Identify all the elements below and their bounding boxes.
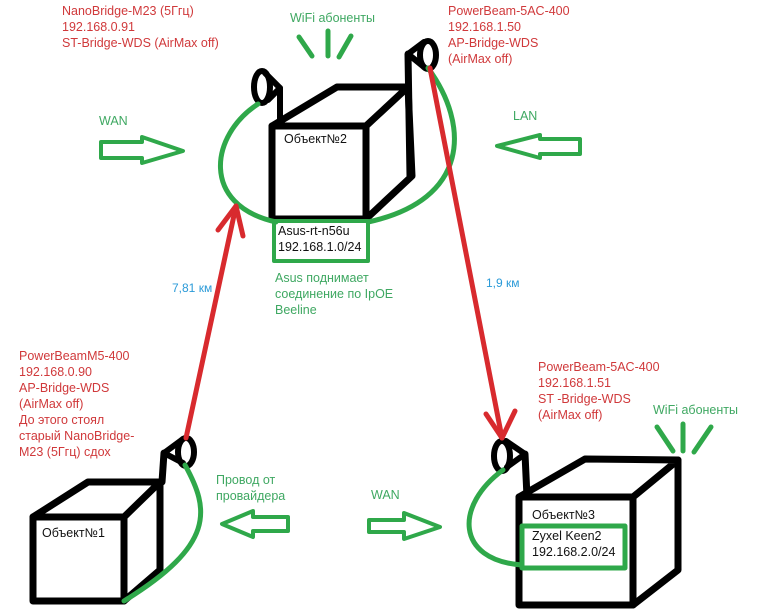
wan-arrow-right-icon bbox=[99, 135, 185, 165]
router-model: Zyxel Keen2 bbox=[532, 529, 602, 543]
object-3-antenna-powerbeam-icon bbox=[491, 438, 531, 501]
link-arrowhead-icon bbox=[483, 408, 518, 441]
object-3-cube-side bbox=[629, 456, 682, 609]
device-model: PowerBeamM5-400 bbox=[19, 349, 130, 363]
lan-label-object-2: LAN bbox=[513, 109, 538, 123]
wan-arrow-right-icon-object-3 bbox=[367, 511, 442, 541]
device-ip: 192.168.0.90 bbox=[19, 365, 92, 379]
object-3-router-box bbox=[519, 523, 628, 571]
object-2-antenna-nanobridge-icon bbox=[251, 68, 283, 129]
provider-cable-line: Провод от bbox=[216, 473, 276, 487]
object-2-cable-nanobridge bbox=[218, 101, 279, 225]
device-ip: 192.168.0.91 bbox=[62, 20, 135, 34]
device-mode: ST -Bridge-WDS bbox=[538, 392, 631, 406]
radio-link-object-2-to-object-3 bbox=[427, 65, 518, 441]
object-3-cube-top bbox=[515, 455, 682, 501]
radio-link-object-1-to-object-2 bbox=[183, 203, 246, 441]
device-label-powerbeam-object-1: PowerBeamM5-400 192.168.0.90 AP-Bridge-W… bbox=[19, 348, 134, 460]
router-model: Asus-rt-n56u bbox=[278, 224, 350, 238]
device-airmax: (AirMax off) bbox=[448, 52, 513, 66]
device-ip: 192.168.1.51 bbox=[538, 376, 611, 390]
router-subnet: 192.168.2.0/24 bbox=[532, 545, 616, 559]
object-2-name: Объект№2 bbox=[284, 132, 347, 146]
device-mode: AP-Bridge-WDS bbox=[19, 381, 110, 395]
object-2-connection-note: Asus поднимает соединение по IpOE Beelin… bbox=[275, 270, 393, 318]
device-ip: 192.168.1.50 bbox=[448, 20, 521, 34]
object-2-building bbox=[268, 83, 416, 223]
antenna-mast-icon bbox=[521, 450, 531, 501]
object-2-router-box bbox=[272, 219, 370, 263]
device-mode: ST-Bridge-WDS (AirMax off) bbox=[62, 36, 219, 50]
object-3-building bbox=[515, 455, 682, 609]
object-1-cable bbox=[121, 462, 204, 604]
provider-cable-line: провайдера bbox=[216, 489, 286, 503]
device-airmax: (AirMax off) bbox=[19, 397, 84, 411]
link-distance-object-1-object-2: 7,81 км bbox=[172, 281, 213, 295]
wan-label-object-2: WAN bbox=[99, 114, 128, 128]
device-note: До этого стоял bbox=[19, 413, 105, 427]
provider-arrow-left-icon bbox=[220, 509, 290, 539]
wifi-subscribers-label-object-2: WiFi абоненты bbox=[290, 11, 375, 25]
link-line bbox=[427, 65, 505, 441]
device-label-nanobridge-object-2: NanoBridge-M23 (5Ггц) 192.168.0.91 ST-Br… bbox=[62, 3, 219, 51]
device-model: PowerBeam-5AC-400 bbox=[538, 360, 660, 374]
object-3-name: Объект№3 bbox=[532, 508, 595, 522]
object-1-building bbox=[29, 478, 164, 605]
object-3-router-label: Zyxel Keen2 192.168.2.0/24 bbox=[532, 528, 615, 560]
provider-cable-label: Провод от провайдера bbox=[216, 472, 285, 504]
device-note: старый NanoBridge- bbox=[19, 429, 135, 443]
object-3-cable bbox=[466, 467, 525, 568]
device-label-powerbeam-object-2: PowerBeam-5AC-400 192.168.1.50 AP-Bridge… bbox=[448, 3, 570, 67]
link-distance-object-2-object-3: 1,9 км bbox=[486, 276, 520, 290]
object-3-wifi-rays-icon bbox=[654, 421, 714, 455]
device-airmax: (AirMax off) bbox=[538, 408, 603, 422]
object-2-router-label: Asus-rt-n56u 192.168.1.0/24 bbox=[278, 223, 361, 255]
device-mode: AP-Bridge-WDS bbox=[448, 36, 539, 50]
router-subnet: 192.168.1.0/24 bbox=[278, 240, 362, 254]
device-label-powerbeam-object-3: PowerBeam-5AC-400 192.168.1.51 ST -Bridg… bbox=[538, 359, 660, 423]
antenna-dish-icon bbox=[251, 68, 273, 106]
wan-label-object-3: WAN bbox=[371, 488, 400, 502]
device-note: M23 (5Ггц) сдох bbox=[19, 445, 111, 459]
note-line: Asus поднимает bbox=[275, 271, 369, 285]
object-2-cable-powerbeam bbox=[365, 65, 457, 225]
note-line: соединение по IpOE bbox=[275, 287, 394, 301]
object-2-antenna-powerbeam-icon bbox=[404, 38, 439, 180]
link-arrowhead-icon bbox=[215, 203, 246, 239]
antenna-mast-icon bbox=[404, 50, 414, 180]
object-1-cube-top bbox=[29, 478, 164, 521]
wifi-subscribers-label-object-3: WiFi абоненты bbox=[653, 403, 738, 417]
antenna-mast-icon bbox=[158, 449, 168, 486]
object-1-name: Объект№1 bbox=[42, 526, 105, 540]
link-line bbox=[183, 203, 239, 441]
object-2-wifi-rays-icon bbox=[296, 28, 354, 60]
device-model: PowerBeam-5AC-400 bbox=[448, 4, 570, 18]
note-line: Beeline bbox=[275, 303, 317, 317]
lan-arrow-left-icon bbox=[495, 133, 582, 160]
object-2-cube-top bbox=[268, 83, 412, 130]
device-model: NanoBridge-M23 (5Ггц) bbox=[62, 4, 194, 18]
